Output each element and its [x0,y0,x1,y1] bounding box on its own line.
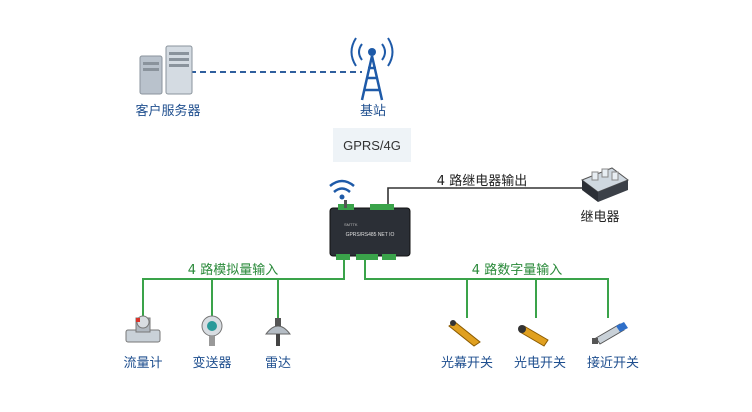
analog-branch-lines [142,260,345,318]
relay-output-label: 4 路继电器输出 [436,174,528,189]
client-server-label: 客户服务器 [135,104,201,119]
base-station-label: 基站 [359,104,387,119]
proximity-label: 接近开关 [586,356,640,371]
device-model-text: GPRS/RS485 NET IO [346,232,395,238]
radar-icon [264,318,292,346]
relay-label: 继电器 [580,210,620,225]
light-curtain-icon [448,320,481,347]
gprs-link-label: GPRS/4G [343,137,401,153]
analog-input-label: 4 路模拟量输入 [187,263,279,278]
tower-icon [350,37,394,101]
server-icon [139,45,193,95]
flowmeter-icon [125,315,161,343]
relay-icon [580,167,630,202]
transmitter-label: 变送器 [192,356,232,371]
photoelectric-label: 光电开关 [513,356,567,371]
light-curtain-label: 光幕开关 [440,356,494,371]
io-device: GPRS/RS485 NET IO SMTTK [329,200,411,260]
digital-branch-lines [364,260,609,318]
proximity-icon [592,322,628,345]
gprs-link-box: GPRS/4G [333,128,411,162]
digital-input-label: 4 路数字量输入 [471,263,563,278]
flowmeter-label: 流量计 [123,356,163,371]
transmitter-icon [201,315,223,346]
relay-output-line [387,187,582,208]
wifi-icon [329,179,355,200]
device-brand-text: SMTTK [344,222,358,227]
photoelectric-icon [518,325,549,347]
radar-label: 雷达 [264,356,292,371]
